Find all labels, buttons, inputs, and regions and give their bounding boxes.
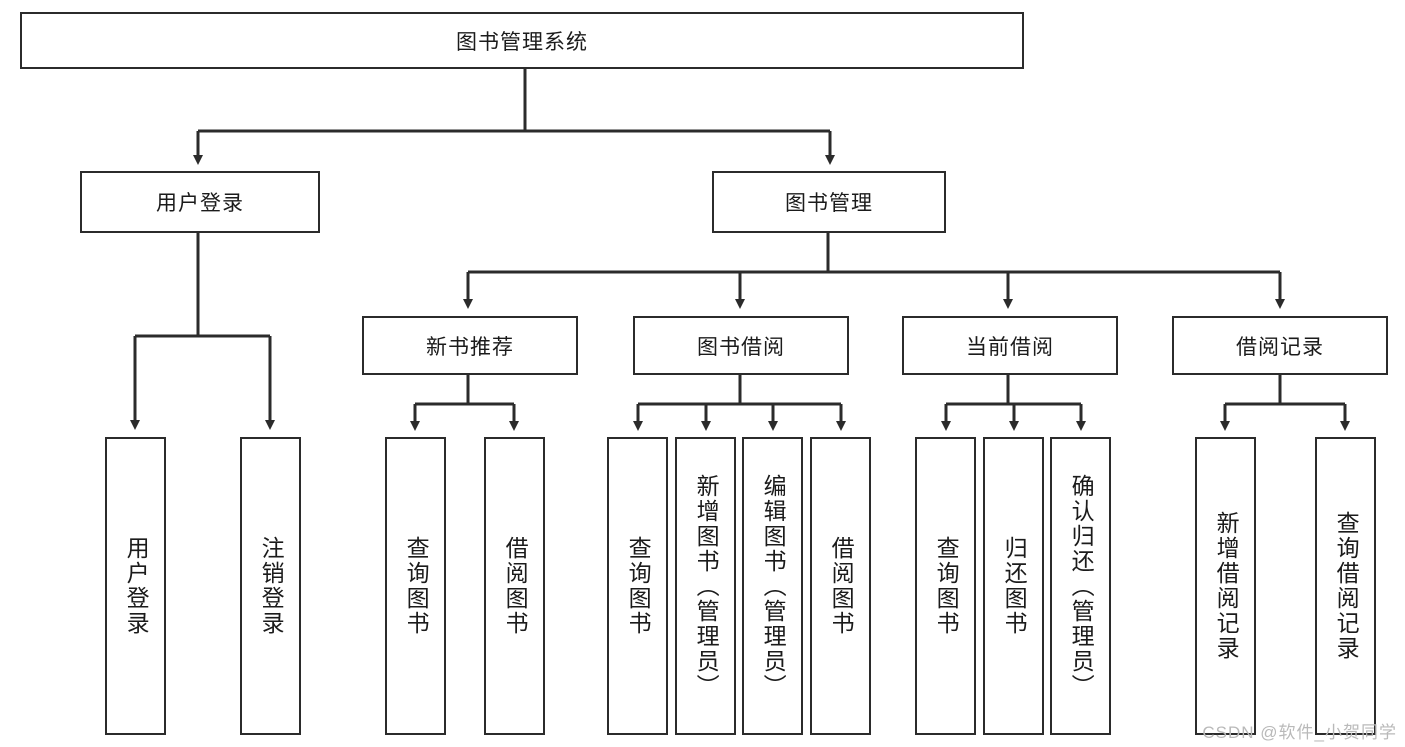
node-label: 图书管理系统	[456, 30, 588, 54]
leaf-edit-book-admin[interactable]: 编辑图书（管理员）	[742, 437, 803, 735]
node-user-login[interactable]: 用户登录	[80, 171, 320, 233]
node-label: 新增借阅记录	[1213, 511, 1240, 661]
watermark: CSDN @软件_小贺同学	[1202, 723, 1397, 742]
node-label: 用户登录	[123, 536, 150, 636]
node-label: 当前借阅	[966, 335, 1054, 359]
node-label: 查询图书	[933, 536, 960, 636]
node-label: 查询借阅记录	[1333, 511, 1360, 661]
leaf-borrow-book-recommend[interactable]: 借阅图书	[484, 437, 545, 735]
node-current-borrow[interactable]: 当前借阅	[902, 316, 1118, 375]
node-book-management[interactable]: 图书管理	[712, 171, 946, 233]
leaf-query-book-borrow[interactable]: 查询图书	[607, 437, 668, 735]
node-label: 图书借阅	[697, 335, 785, 359]
node-root[interactable]: 图书管理系统	[20, 12, 1024, 69]
node-label: 注销登录	[258, 536, 285, 636]
node-label: 查询图书	[403, 536, 430, 636]
node-label: 新书推荐	[426, 335, 514, 359]
leaf-user-login[interactable]: 用户登录	[105, 437, 166, 735]
node-label: 借阅图书	[502, 536, 529, 636]
leaf-query-borrow-record[interactable]: 查询借阅记录	[1315, 437, 1376, 735]
node-label: 确认归还（管理员）	[1068, 473, 1095, 699]
node-label: 编辑图书（管理员）	[760, 473, 787, 699]
leaf-add-book-admin[interactable]: 新增图书（管理员）	[675, 437, 736, 735]
node-new-book-recommend[interactable]: 新书推荐	[362, 316, 578, 375]
leaf-add-borrow-record[interactable]: 新增借阅记录	[1195, 437, 1256, 735]
leaf-borrow-book[interactable]: 借阅图书	[810, 437, 871, 735]
node-label: 查询图书	[625, 536, 652, 636]
leaf-return-book[interactable]: 归还图书	[983, 437, 1044, 735]
node-label: 用户登录	[156, 192, 244, 215]
node-label: 图书管理	[785, 192, 873, 215]
node-label: 借阅图书	[828, 536, 855, 636]
leaf-query-book-current[interactable]: 查询图书	[915, 437, 976, 735]
node-borrow-record[interactable]: 借阅记录	[1172, 316, 1388, 375]
leaf-logout[interactable]: 注销登录	[240, 437, 301, 735]
node-label: 借阅记录	[1236, 335, 1324, 359]
node-label: 归还图书	[1001, 536, 1028, 636]
node-label: 新增图书（管理员）	[693, 473, 720, 699]
node-book-borrow[interactable]: 图书借阅	[633, 316, 849, 375]
leaf-confirm-return-admin[interactable]: 确认归还（管理员）	[1050, 437, 1111, 735]
leaf-query-book-recommend[interactable]: 查询图书	[385, 437, 446, 735]
